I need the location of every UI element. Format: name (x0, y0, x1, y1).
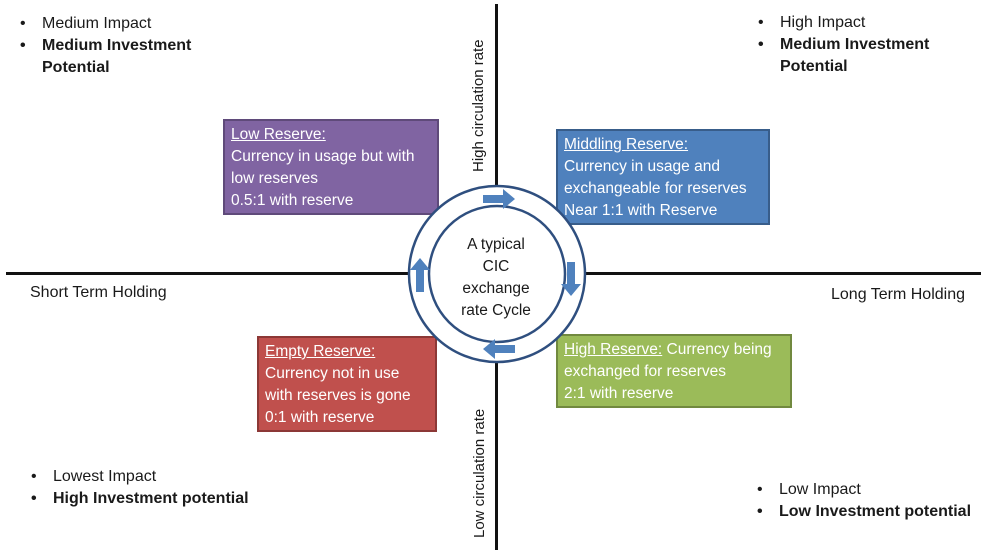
center-line: rate Cycle (461, 302, 531, 319)
axis-label-right: Long Term Holding (831, 286, 966, 303)
axis-label-left: Short Term Holding (30, 284, 167, 301)
box-line: Currency not in use (265, 365, 400, 382)
box-title: High Reserve: (564, 341, 663, 358)
box-line: Currency being (662, 341, 772, 358)
box-line: 2:1 with reserve (564, 385, 674, 402)
impact-text: Medium Impact (20, 13, 230, 35)
middling-reserve-box: Middling Reserve: Currency in usage and … (556, 129, 770, 225)
box-title: Middling Reserve: (564, 136, 689, 153)
axis-label-top: High circulation rate (470, 39, 487, 172)
impact-text: High Impact (758, 12, 968, 34)
box-line: with reserves is gone (265, 387, 411, 404)
investment-text: Low Investment potential (757, 501, 997, 523)
arrow-down-icon (561, 262, 581, 296)
center-line: CIC (482, 258, 510, 275)
quadrant-bottom-right: Low Impact Low Investment potential (757, 479, 997, 523)
arrow-left-icon (483, 339, 515, 359)
impact-text: Low Impact (757, 479, 997, 501)
investment-text: Medium Investment Potential (20, 35, 230, 79)
box-line: Near 1:1 with Reserve (564, 202, 718, 219)
low-reserve-box: Low Reserve: Currency in usage but with … (223, 119, 439, 215)
box-line: Currency in usage and (564, 158, 720, 175)
high-reserve-box: High Reserve: Currency being exchanged f… (556, 334, 792, 408)
box-line: exchanged for reserves (564, 363, 726, 380)
investment-text: Medium Investment Potential (758, 34, 968, 78)
box-line: low reserves (231, 170, 318, 187)
box-title: Empty Reserve: (265, 343, 376, 360)
quadrant-top-left: Medium Impact Medium Investment Potentia… (20, 13, 230, 79)
quadrant-bottom-left: Lowest Impact High Investment potential (31, 466, 291, 510)
arrow-right-icon (483, 189, 515, 209)
box-line: Currency in usage but with (231, 148, 415, 165)
empty-reserve-box: Empty Reserve: Currency not in use with … (257, 336, 437, 432)
center-line: A typical (467, 236, 525, 253)
box-line: exchangeable for reserves (564, 180, 747, 197)
axis-label-bottom: Low circulation rate (471, 408, 488, 538)
center-line: exchange (462, 280, 530, 297)
box-title: Low Reserve: (231, 126, 326, 143)
impact-text: Lowest Impact (31, 466, 291, 488)
cycle-diagram (407, 184, 587, 364)
cycle-center-label: A typical CIC exchange rate Cycle (450, 234, 542, 322)
box-line: 0:1 with reserve (265, 409, 375, 426)
quadrant-top-right: High Impact Medium Investment Potential (758, 12, 968, 78)
box-line: 0.5:1 with reserve (231, 192, 354, 209)
arrow-up-icon (410, 258, 430, 292)
investment-text: High Investment potential (31, 488, 291, 510)
inner-ring (427, 204, 567, 344)
